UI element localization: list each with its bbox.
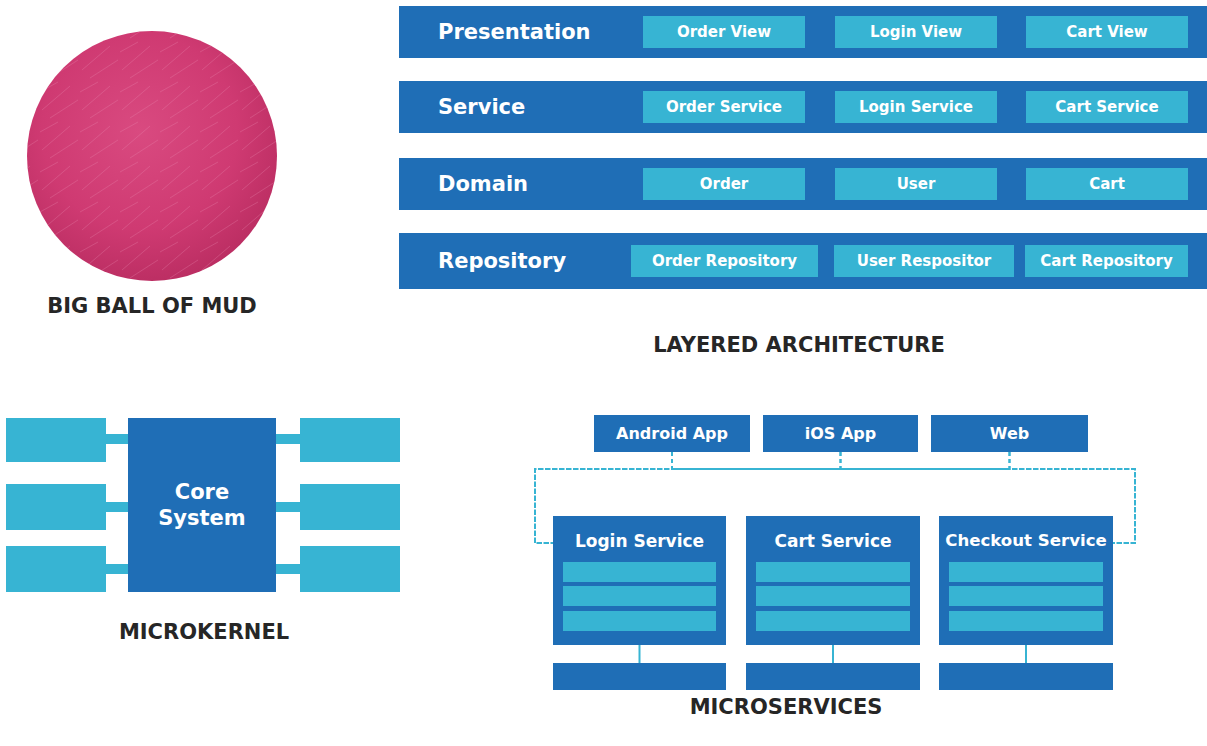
node-text: Checkout Service xyxy=(945,531,1107,550)
client-app-box: Web xyxy=(931,415,1088,452)
node-text: Login View xyxy=(870,23,962,41)
node-text: Presentation xyxy=(438,20,591,44)
layer-component: Cart Service xyxy=(1026,91,1188,123)
layer-component: Login View xyxy=(835,16,997,48)
plugin-box xyxy=(6,546,106,592)
service-layer-bar xyxy=(563,586,716,606)
layer-component: Order Service xyxy=(643,91,805,123)
node-text: Service xyxy=(438,95,525,119)
databases xyxy=(553,645,1113,690)
node-text: User Respositor xyxy=(857,252,992,270)
node-text: Domain xyxy=(438,172,528,196)
node-text: Order View xyxy=(677,23,771,41)
section-title: MICROKERNEL xyxy=(119,620,289,644)
layer-component: Login Service xyxy=(835,91,997,123)
service-box: Cart Service xyxy=(746,516,920,645)
service-layer-bar xyxy=(756,611,910,631)
plugins xyxy=(6,418,400,592)
mud-ball xyxy=(27,31,277,281)
plugin-link xyxy=(106,564,128,574)
node-text: Cart xyxy=(1089,175,1125,193)
database-bar xyxy=(746,663,920,690)
plugin-link xyxy=(276,502,300,512)
layer-component: Order Repository xyxy=(631,245,818,277)
node-text: User xyxy=(897,175,936,193)
client-app-box: Android App xyxy=(594,415,750,452)
mud-circle xyxy=(27,31,277,281)
section-title: MICROSERVICES xyxy=(690,695,883,719)
plugin-link xyxy=(276,434,300,444)
plugin-box xyxy=(6,484,106,530)
layer-band: Service Order Service Login Service Cart Se… xyxy=(399,81,1207,133)
plugin-box xyxy=(300,484,400,530)
plugin-link xyxy=(276,564,300,574)
node-text: Core System xyxy=(147,479,257,532)
plugin-box xyxy=(300,546,400,592)
mud-texture xyxy=(27,31,277,281)
core-system-box: Core System xyxy=(128,418,276,592)
service-layer-bar xyxy=(756,562,910,582)
service-box: Login Service xyxy=(553,516,726,645)
layer-component: Order xyxy=(643,168,805,200)
node-text: Login Service xyxy=(575,531,704,551)
node-text: Order xyxy=(700,175,748,193)
layer-component: User xyxy=(835,168,997,200)
db-link xyxy=(1025,645,1027,663)
layer-band: Domain Order User Cart xyxy=(399,158,1207,210)
plugin-box xyxy=(6,418,106,462)
layer-band: Repository Order Repository User Resposito… xyxy=(399,233,1207,289)
node-text: Repository xyxy=(438,249,566,273)
database-bar xyxy=(939,663,1113,690)
service-layer-bar xyxy=(563,611,716,631)
service-layer-bar xyxy=(563,562,716,582)
node-text: Cart View xyxy=(1066,23,1147,41)
layer-component: User Respositor xyxy=(834,245,1014,277)
layer-component: Cart Repository xyxy=(1025,245,1188,277)
service-layer-bar xyxy=(949,562,1103,582)
client-app-box: iOS App xyxy=(763,415,918,452)
service-layer-bar xyxy=(949,611,1103,631)
section-title: BIG BALL OF MUD xyxy=(47,294,257,318)
node-text: Order Repository xyxy=(652,252,797,270)
node-text: Android App xyxy=(616,424,728,443)
layer-component: Order View xyxy=(643,16,805,48)
service-box: Checkout Service xyxy=(939,516,1113,645)
plugin-box xyxy=(300,418,400,462)
plugin-link xyxy=(106,502,128,512)
node-text: Web xyxy=(990,424,1029,443)
service-layer-bar xyxy=(949,586,1103,606)
db-link xyxy=(832,645,834,663)
layer-component: Cart View xyxy=(1026,16,1188,48)
node-text: Cart Repository xyxy=(1040,252,1172,270)
node-text: Cart Service xyxy=(1055,98,1158,116)
database-bar xyxy=(553,663,726,690)
plugin-link xyxy=(106,434,128,444)
node-text: Cart Service xyxy=(774,531,891,551)
node-text: iOS App xyxy=(805,424,876,443)
layer-component: Cart xyxy=(1026,168,1188,200)
section-title: LAYERED ARCHITECTURE xyxy=(653,333,945,357)
service-layer-bar xyxy=(756,586,910,606)
node-text: Order Service xyxy=(666,98,782,116)
node-text: Login Service xyxy=(859,98,973,116)
layer-band: Presentation Order View Login View Cart Vie… xyxy=(399,6,1207,58)
db-link xyxy=(639,645,641,663)
